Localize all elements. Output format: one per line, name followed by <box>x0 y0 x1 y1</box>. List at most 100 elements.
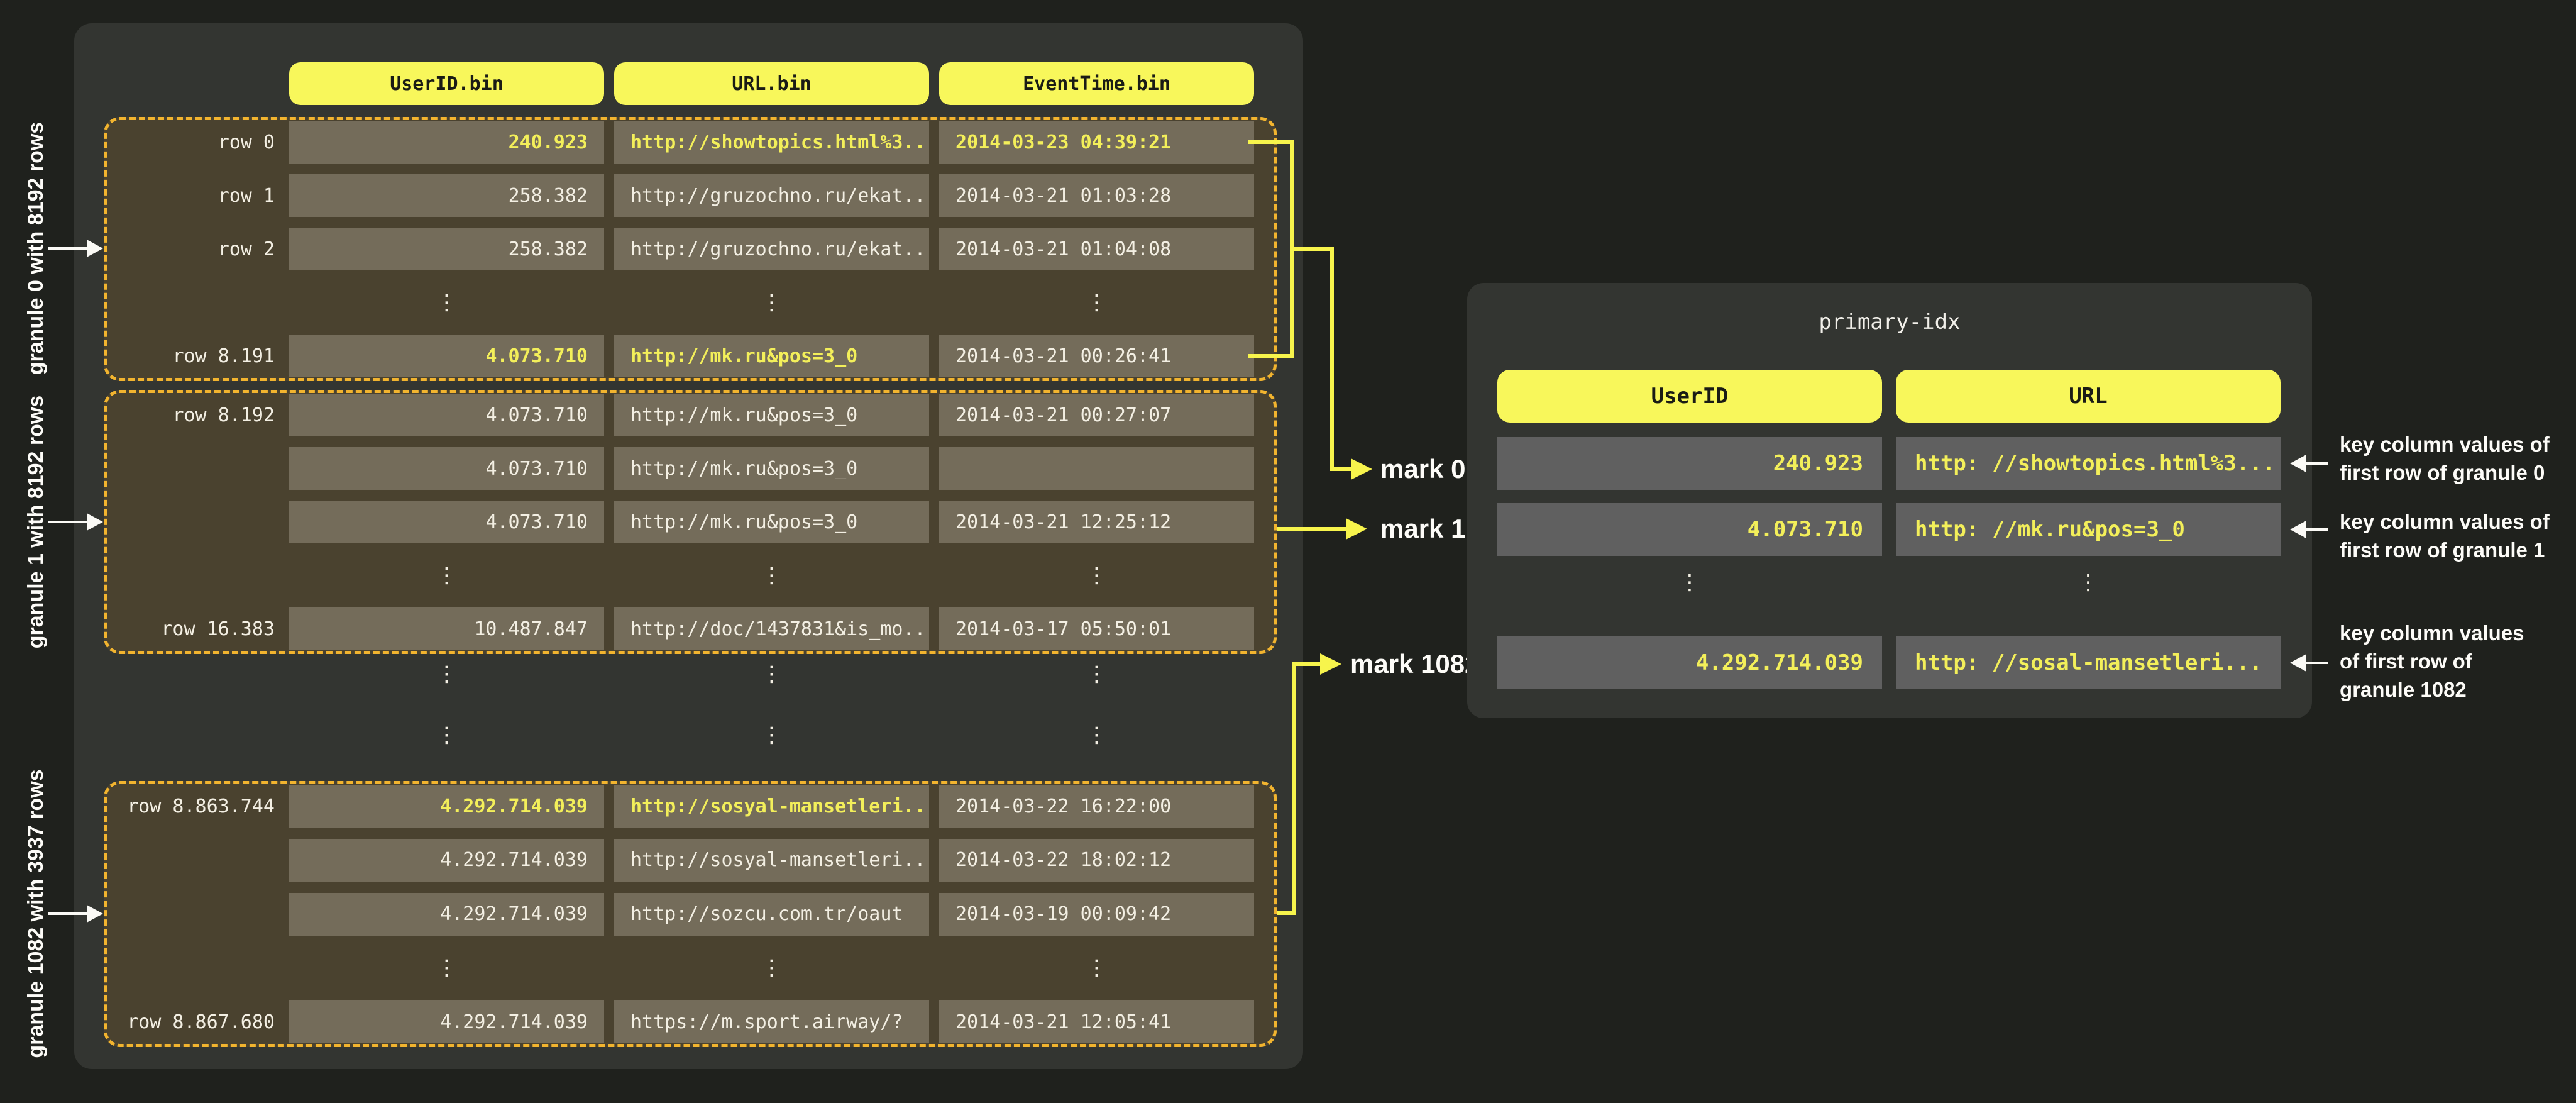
ellipsis-icon: ⋮ <box>289 714 604 757</box>
granule-1082-pointer-arrow-icon <box>87 905 103 923</box>
userid-cell: 4.292.714.039 <box>289 893 604 936</box>
ellipsis-row: ⋮ ⋮ ⋮ <box>107 281 1274 324</box>
table-row: 4.073.710 http://mk.ru&pos=3_0 2014-03-2… <box>107 501 1274 543</box>
userid-cell: 4.073.710 <box>289 447 604 490</box>
userid-cell: 4.292.714.039 <box>289 839 604 882</box>
row-label: row 8.867.680 <box>107 1011 275 1033</box>
annotation-granule-1: key column values of first row of granul… <box>2340 507 2576 564</box>
eventtime-cell-empty <box>939 447 1254 490</box>
ellipsis-icon: ⋮ <box>939 946 1254 989</box>
eventtime-cell: 2014-03-21 12:05:41 <box>939 1000 1254 1043</box>
table-row: row 2 258.382 http://gruzochno.ru/ekat..… <box>107 228 1274 270</box>
ellipsis-icon: ⋮ <box>939 714 1254 757</box>
url-cell: https://m.sport.airway/? <box>614 1000 929 1043</box>
row-label: row 8.192 <box>107 404 275 426</box>
url-cell: http://gruzochno.ru/ekat... <box>614 228 929 270</box>
eventtime-cell: 2014-03-21 00:26:41 <box>939 335 1254 377</box>
annotation-arrow-line <box>2306 662 2328 664</box>
userid-cell: 4.073.710 <box>289 501 604 543</box>
index-userid-cell: 4.073.710 <box>1497 503 1882 556</box>
userid-cell: 10.487.847 <box>289 607 604 650</box>
ellipsis-icon: ⋮ <box>614 714 929 757</box>
table-row: 4.292.714.039 http://sozcu.com.tr/oaut 2… <box>107 893 1274 936</box>
mark0-connector-line <box>1330 247 1334 471</box>
annotation-granule-1082: key column values of first row of granul… <box>2340 619 2576 704</box>
eventtime-cell: 2014-03-21 01:04:08 <box>939 228 1254 270</box>
index-url-cell: http: //mk.ru&pos=3_0 <box>1896 503 2281 556</box>
url-cell: http://sosyal-mansetleri... <box>614 785 929 828</box>
mark-0-label: mark 0 <box>1380 453 1465 485</box>
mark-1082-label: mark 1082 <box>1350 648 1480 680</box>
url-cell: http://sosyal-mansetleri... <box>614 839 929 882</box>
mark0-bracket-top-line <box>1248 140 1294 144</box>
index-url-cell: http: //showtopics.html%3... <box>1896 437 2281 490</box>
annotation-line: key column values of <box>2340 430 2576 458</box>
ellipsis-icon: ⋮ <box>289 946 604 989</box>
mark1082-connector-line <box>1292 662 1296 915</box>
eventtime-cell: 2014-03-21 00:27:07 <box>939 394 1254 436</box>
url-cell: http://mk.ru&pos=3_0 <box>614 335 929 377</box>
index-url-cell: http: //sosal-mansetleri... <box>1896 636 2281 689</box>
eventtime-cell: 2014-03-22 16:22:00 <box>939 785 1254 828</box>
eventtime-cell: 2014-03-21 12:25:12 <box>939 501 1254 543</box>
gap-ellipsis-row: ⋮ ⋮ ⋮ <box>289 714 1264 757</box>
eventtime-cell: 2014-03-17 05:50:01 <box>939 607 1254 650</box>
ellipsis-icon: ⋮ <box>1896 561 2281 604</box>
table-row: 4.292.714.039 http://sosyal-mansetleri..… <box>107 839 1274 882</box>
table-row: row 8.191 4.073.710 http://mk.ru&pos=3_0… <box>107 335 1274 377</box>
annotation-line: first row of granule 0 <box>2340 458 2576 487</box>
table-row: row 8.863.744 4.292.714.039 http://sosya… <box>107 785 1274 828</box>
mark-1-label: mark 1 <box>1380 513 1465 545</box>
url-cell: http://doc/1437831&is_mo... <box>614 607 929 650</box>
ellipsis-icon: ⋮ <box>939 653 1254 696</box>
ellipsis-icon: ⋮ <box>289 281 604 324</box>
annotation-line: granule 1082 <box>2340 675 2576 704</box>
annotation-line: first row of granule 1 <box>2340 536 2576 564</box>
column-header-label: UserID.bin <box>390 73 504 95</box>
table-row: row 8.867.680 4.292.714.039 https://m.sp… <box>107 1000 1274 1043</box>
row-label: row 8.863.744 <box>107 795 275 818</box>
primary-index-title: primary-idx <box>1467 309 2312 335</box>
userid-cell: 4.292.714.039 <box>289 1000 604 1043</box>
table-row: row 1 258.382 http://gruzochno.ru/ekat..… <box>107 174 1274 217</box>
index-header-userid: UserID <box>1497 370 1882 423</box>
granule-1082-pointer-line <box>48 912 87 915</box>
index-userid-cell: 4.292.714.039 <box>1497 636 1882 689</box>
url-cell: http://gruzochno.ru/ekat... <box>614 174 929 217</box>
userid-cell: 4.073.710 <box>289 394 604 436</box>
annotation-arrow-line <box>2306 462 2328 465</box>
url-cell: http://showtopics.html%3... <box>614 121 929 164</box>
ellipsis-row: ⋮ ⋮ ⋮ <box>107 554 1274 597</box>
index-userid-cell: 240.923 <box>1497 437 1882 490</box>
userid-cell: 258.382 <box>289 228 604 270</box>
index-header-label: UserID <box>1651 384 1729 409</box>
mark0-connector-line <box>1330 467 1351 471</box>
eventtime-cell: 2014-03-19 00:09:42 <box>939 893 1254 936</box>
column-header-url-bin: URL.bin <box>614 62 929 105</box>
ellipsis-icon: ⋮ <box>289 653 604 696</box>
userid-cell: 240.923 <box>289 121 604 164</box>
ellipsis-icon: ⋮ <box>614 653 929 696</box>
mark0-connector-line <box>1290 247 1334 251</box>
url-cell: http://mk.ru&pos=3_0 <box>614 501 929 543</box>
mark0-arrowhead-icon <box>1351 458 1372 480</box>
ellipsis-icon: ⋮ <box>614 554 929 597</box>
userid-cell: 4.073.710 <box>289 335 604 377</box>
annotation-granule-0: key column values of first row of granul… <box>2340 430 2576 487</box>
granule-1-box: row 8.192 4.073.710 http://mk.ru&pos=3_0… <box>104 390 1277 654</box>
url-cell: http://mk.ru&pos=3_0 <box>614 394 929 436</box>
gap-ellipsis-row: ⋮ ⋮ ⋮ <box>289 653 1264 696</box>
mark1-connector-line <box>1277 527 1346 531</box>
annotation-arrow-icon <box>2290 455 2306 472</box>
row-label: row 16.383 <box>107 618 275 640</box>
granule-0-pointer-line <box>48 247 87 250</box>
index-header-label: URL <box>2069 384 2107 409</box>
granule-1-pointer-line <box>48 521 87 523</box>
eventtime-cell: 2014-03-23 04:39:21 <box>939 121 1254 164</box>
userid-cell: 258.382 <box>289 174 604 217</box>
ellipsis-row: ⋮ ⋮ ⋮ <box>107 946 1274 989</box>
index-header-url: URL <box>1896 370 2281 423</box>
eventtime-cell: 2014-03-22 18:02:12 <box>939 839 1254 882</box>
annotation-arrow-icon <box>2290 521 2306 538</box>
